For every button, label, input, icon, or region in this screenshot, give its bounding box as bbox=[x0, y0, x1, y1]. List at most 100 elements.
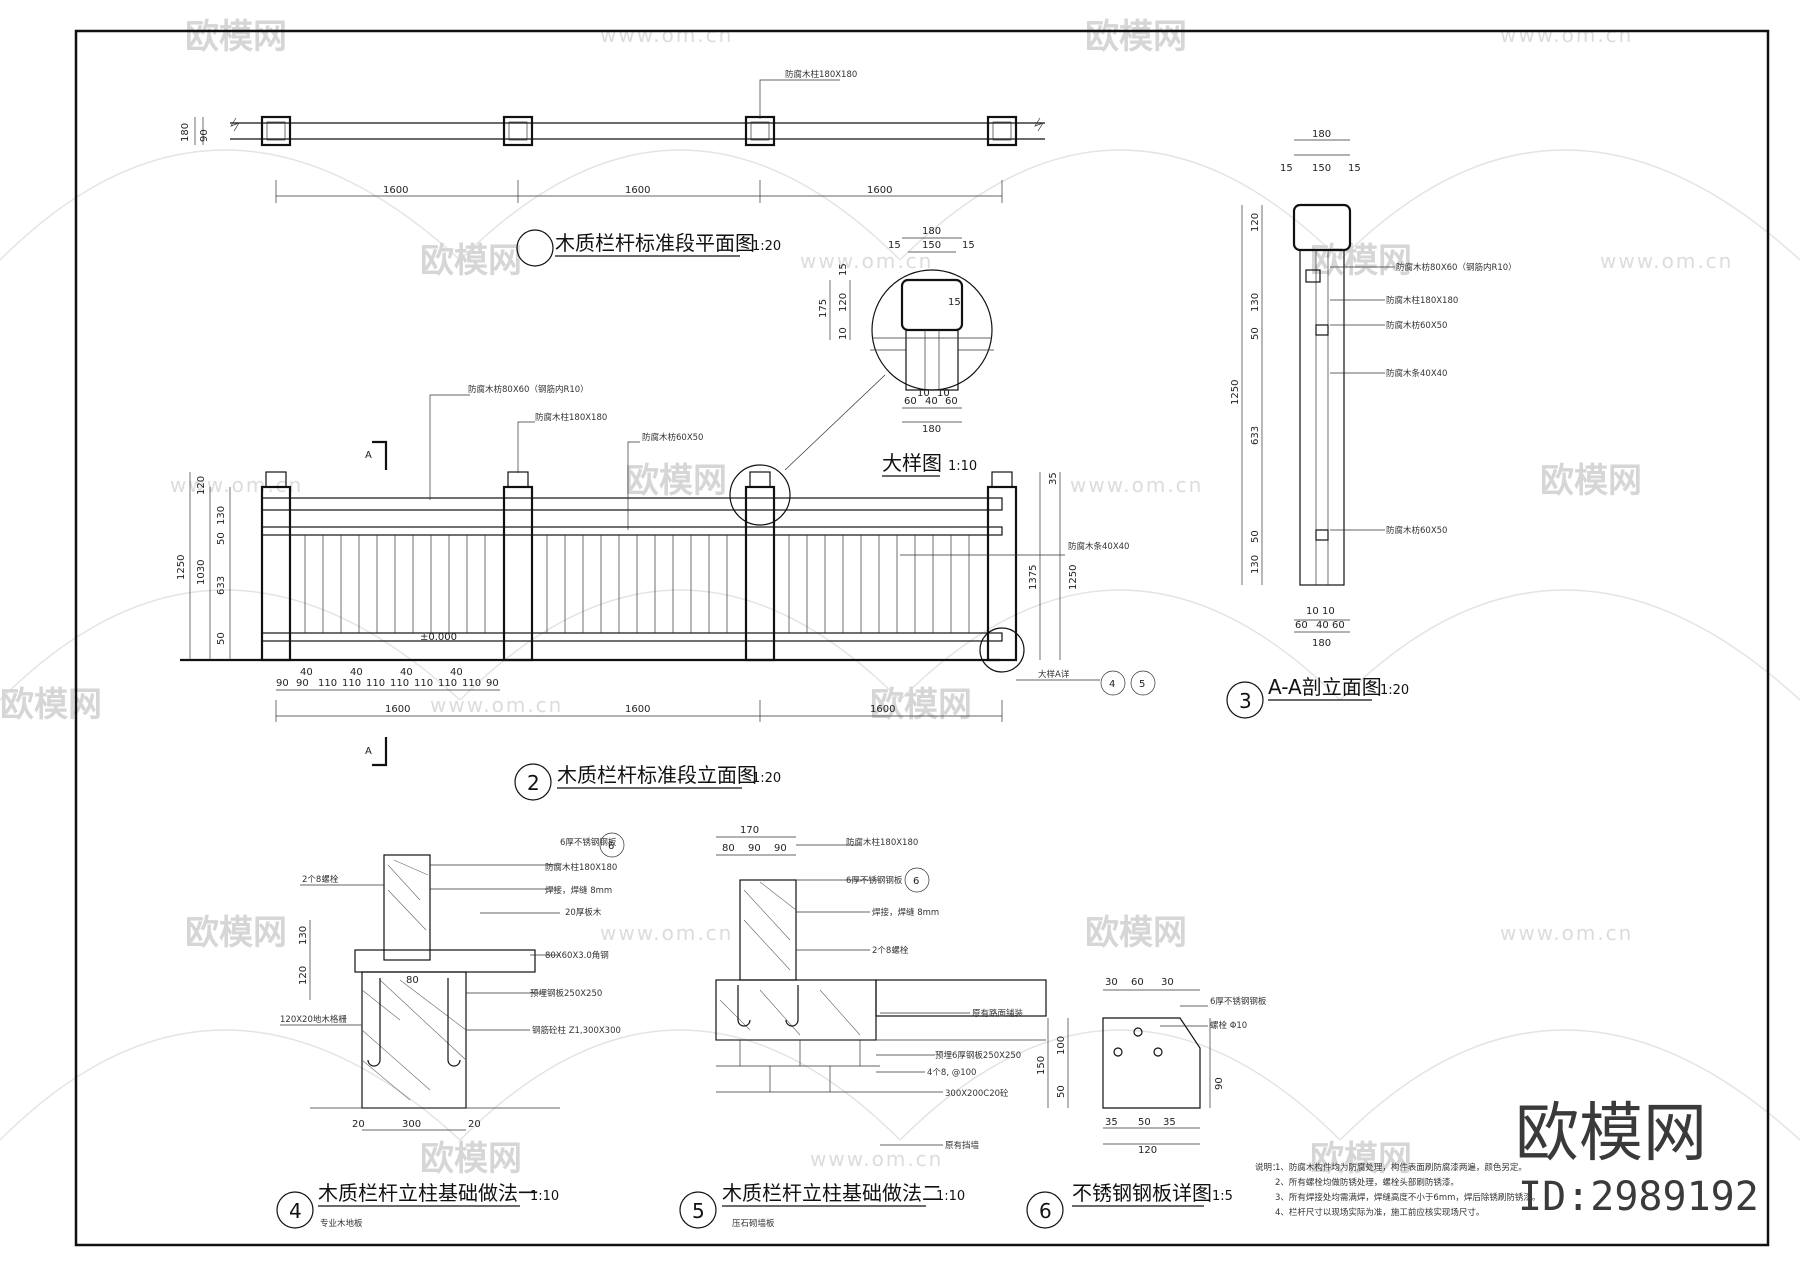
dim-label: 110 bbox=[390, 678, 409, 689]
title-steel-plate: 不锈钢钢板详图 bbox=[1072, 1181, 1212, 1205]
title-section: A-A剖立面图 bbox=[1268, 675, 1382, 699]
dim-label: 120 bbox=[1250, 213, 1261, 232]
dim-label: 90 bbox=[199, 129, 210, 142]
dim-label: 1250 bbox=[1230, 380, 1241, 405]
watermark-url: www.om.cn bbox=[1500, 23, 1633, 47]
note-bolt: 2个8螺栓 bbox=[872, 945, 909, 956]
dim-label: 40 bbox=[400, 667, 413, 678]
dim-label: 110 bbox=[438, 678, 457, 689]
notes-line: 2、所有螺栓均做防锈处理，螺栓头部刷防锈漆。 bbox=[1275, 1177, 1459, 1188]
number-6: 6 bbox=[1039, 1199, 1052, 1223]
dim-label: 130 bbox=[216, 506, 227, 525]
drawing-frame bbox=[74, 29, 1770, 1247]
dim-label: 15 bbox=[1348, 163, 1361, 174]
sub-foundation-two: 压石砌墙板 bbox=[732, 1218, 775, 1229]
dim-label: 80 bbox=[406, 975, 419, 986]
dim-label: 60 bbox=[904, 396, 917, 407]
dim-label: 633 bbox=[1250, 426, 1261, 445]
dim-label: 50 bbox=[1138, 1117, 1151, 1128]
note-bolt: 2个8螺栓 bbox=[302, 874, 339, 885]
watermark-arcs bbox=[0, 149, 1800, 1141]
note-c20: 300X200C20砼 bbox=[945, 1088, 1009, 1099]
elevation-posts bbox=[260, 471, 1018, 662]
dim-label: 130 bbox=[1250, 555, 1261, 574]
scale-plan: 1:20 bbox=[752, 239, 781, 254]
dim-label: 120 bbox=[196, 476, 207, 495]
dim-label: 130 bbox=[298, 926, 309, 945]
dim-label: 180 bbox=[1312, 129, 1331, 140]
note-steel: 80X60X3.0角钢 bbox=[545, 950, 609, 961]
dim-label: 120 bbox=[1138, 1145, 1157, 1156]
foundation-two-view: 170 80 90 90 防腐木柱180X180 6厚不锈钢钢板 6 焊接，焊缝… bbox=[679, 825, 1047, 1229]
dim-label: 10 bbox=[937, 388, 950, 399]
number-2: 2 bbox=[527, 771, 540, 795]
dim-label: 60 bbox=[945, 396, 958, 407]
note-wall: 原有挡墙 bbox=[945, 1140, 980, 1151]
dim-label: 15 bbox=[1280, 163, 1293, 174]
dim-span: 1600 bbox=[870, 704, 895, 715]
watermark-url: www.om.cn bbox=[1600, 249, 1733, 273]
dim-label: 110 bbox=[414, 678, 433, 689]
dim-label: 150 bbox=[922, 240, 941, 251]
note-footing: 预埋钢板250X250 bbox=[530, 988, 602, 999]
dim-span: 1600 bbox=[385, 704, 410, 715]
dim-label: 90 bbox=[1214, 1077, 1225, 1090]
watermark-brand: 欧模网 bbox=[1310, 1139, 1412, 1179]
note-rebar: 4个8, @100 bbox=[927, 1068, 976, 1078]
note-embed: 预埋6厚钢板250X250 bbox=[935, 1050, 1021, 1061]
watermark-url: www.om.cn bbox=[800, 249, 933, 273]
dim-label: 10 bbox=[1322, 606, 1335, 617]
design-notes: 说明： 1、防腐木构件均为防腐处理，构件表面刷防腐漆两遍，颜色另定。 2、所有螺… bbox=[1255, 1162, 1540, 1218]
dim-label: 180 bbox=[1312, 638, 1331, 649]
dim-label: 40 bbox=[350, 667, 363, 678]
note-weld: 焊接，焊缝 8mm bbox=[872, 907, 939, 918]
dim-label: 175 bbox=[818, 299, 829, 318]
dim-label: 30 bbox=[1161, 977, 1174, 988]
dim-label: 40 bbox=[925, 396, 938, 407]
scale-detail: 1:10 bbox=[948, 459, 977, 474]
badge-id: ID:2989192 bbox=[1518, 1174, 1759, 1220]
dim-label: 90 bbox=[276, 678, 289, 689]
dim-label: 120 bbox=[298, 966, 309, 985]
dim-label: 35 bbox=[1048, 472, 1059, 485]
note-plate: 6厚不锈钢钢板 bbox=[1210, 996, 1267, 1007]
dim-label: 90 bbox=[486, 678, 499, 689]
note-plate: 6厚不锈钢钢板 bbox=[560, 837, 617, 848]
note-weld: 焊接，焊缝 8mm bbox=[545, 885, 612, 896]
dim-span: 1600 bbox=[625, 185, 650, 196]
dim-label: 110 bbox=[342, 678, 361, 689]
elevation-view: ±0.000 1250 1030 633 130 50 50 120 1375 … bbox=[176, 384, 1156, 801]
watermark-url: www.om.cn bbox=[810, 1147, 943, 1171]
dim-label: 110 bbox=[462, 678, 481, 689]
ref-number: 6 bbox=[608, 841, 614, 852]
dim-label: 1030 bbox=[196, 560, 207, 585]
title-foundation-one: 木质栏杆立柱基础做法一 bbox=[318, 1181, 538, 1205]
dim-label: 110 bbox=[366, 678, 385, 689]
dim-label: 90 bbox=[774, 843, 787, 854]
dim-label: 60 bbox=[1332, 620, 1345, 631]
note-joist: 120X20地木格栅 bbox=[280, 1014, 347, 1025]
dim-label: 90 bbox=[296, 678, 309, 689]
dim-label: 15 bbox=[888, 240, 901, 251]
scale-foundation-one: 1:10 bbox=[530, 1189, 559, 1204]
scale-steel-plate: 1:5 bbox=[1212, 1189, 1233, 1204]
balusters bbox=[304, 535, 970, 633]
ref-number: 4 bbox=[1109, 679, 1115, 690]
note-rail: 防腐木枋80X60（钢筋内R10） bbox=[468, 384, 589, 395]
dim-label: 150 bbox=[1036, 1056, 1047, 1075]
scale-foundation-two: 1:10 bbox=[936, 1189, 965, 1204]
dim-label: 40 bbox=[300, 667, 313, 678]
watermark-brand: 欧模网 bbox=[625, 461, 727, 501]
number-5: 5 bbox=[692, 1199, 705, 1223]
watermark-url: www.om.cn bbox=[600, 921, 733, 945]
dim-label: 40 bbox=[450, 667, 463, 678]
dim-label: 15 bbox=[948, 297, 961, 308]
dim-label: 50 bbox=[216, 632, 227, 645]
dim-label: 30 bbox=[1105, 977, 1118, 988]
watermark-url: www.om.cn bbox=[170, 473, 303, 497]
foundation-one-view: 300 20 20 80 120 130 6厚不锈钢钢板 防腐木柱180X180… bbox=[276, 832, 625, 1229]
dim-label: 20 bbox=[352, 1119, 365, 1130]
notes-head: 说明： bbox=[1255, 1162, 1281, 1173]
dim-label: 40 bbox=[1316, 620, 1329, 631]
